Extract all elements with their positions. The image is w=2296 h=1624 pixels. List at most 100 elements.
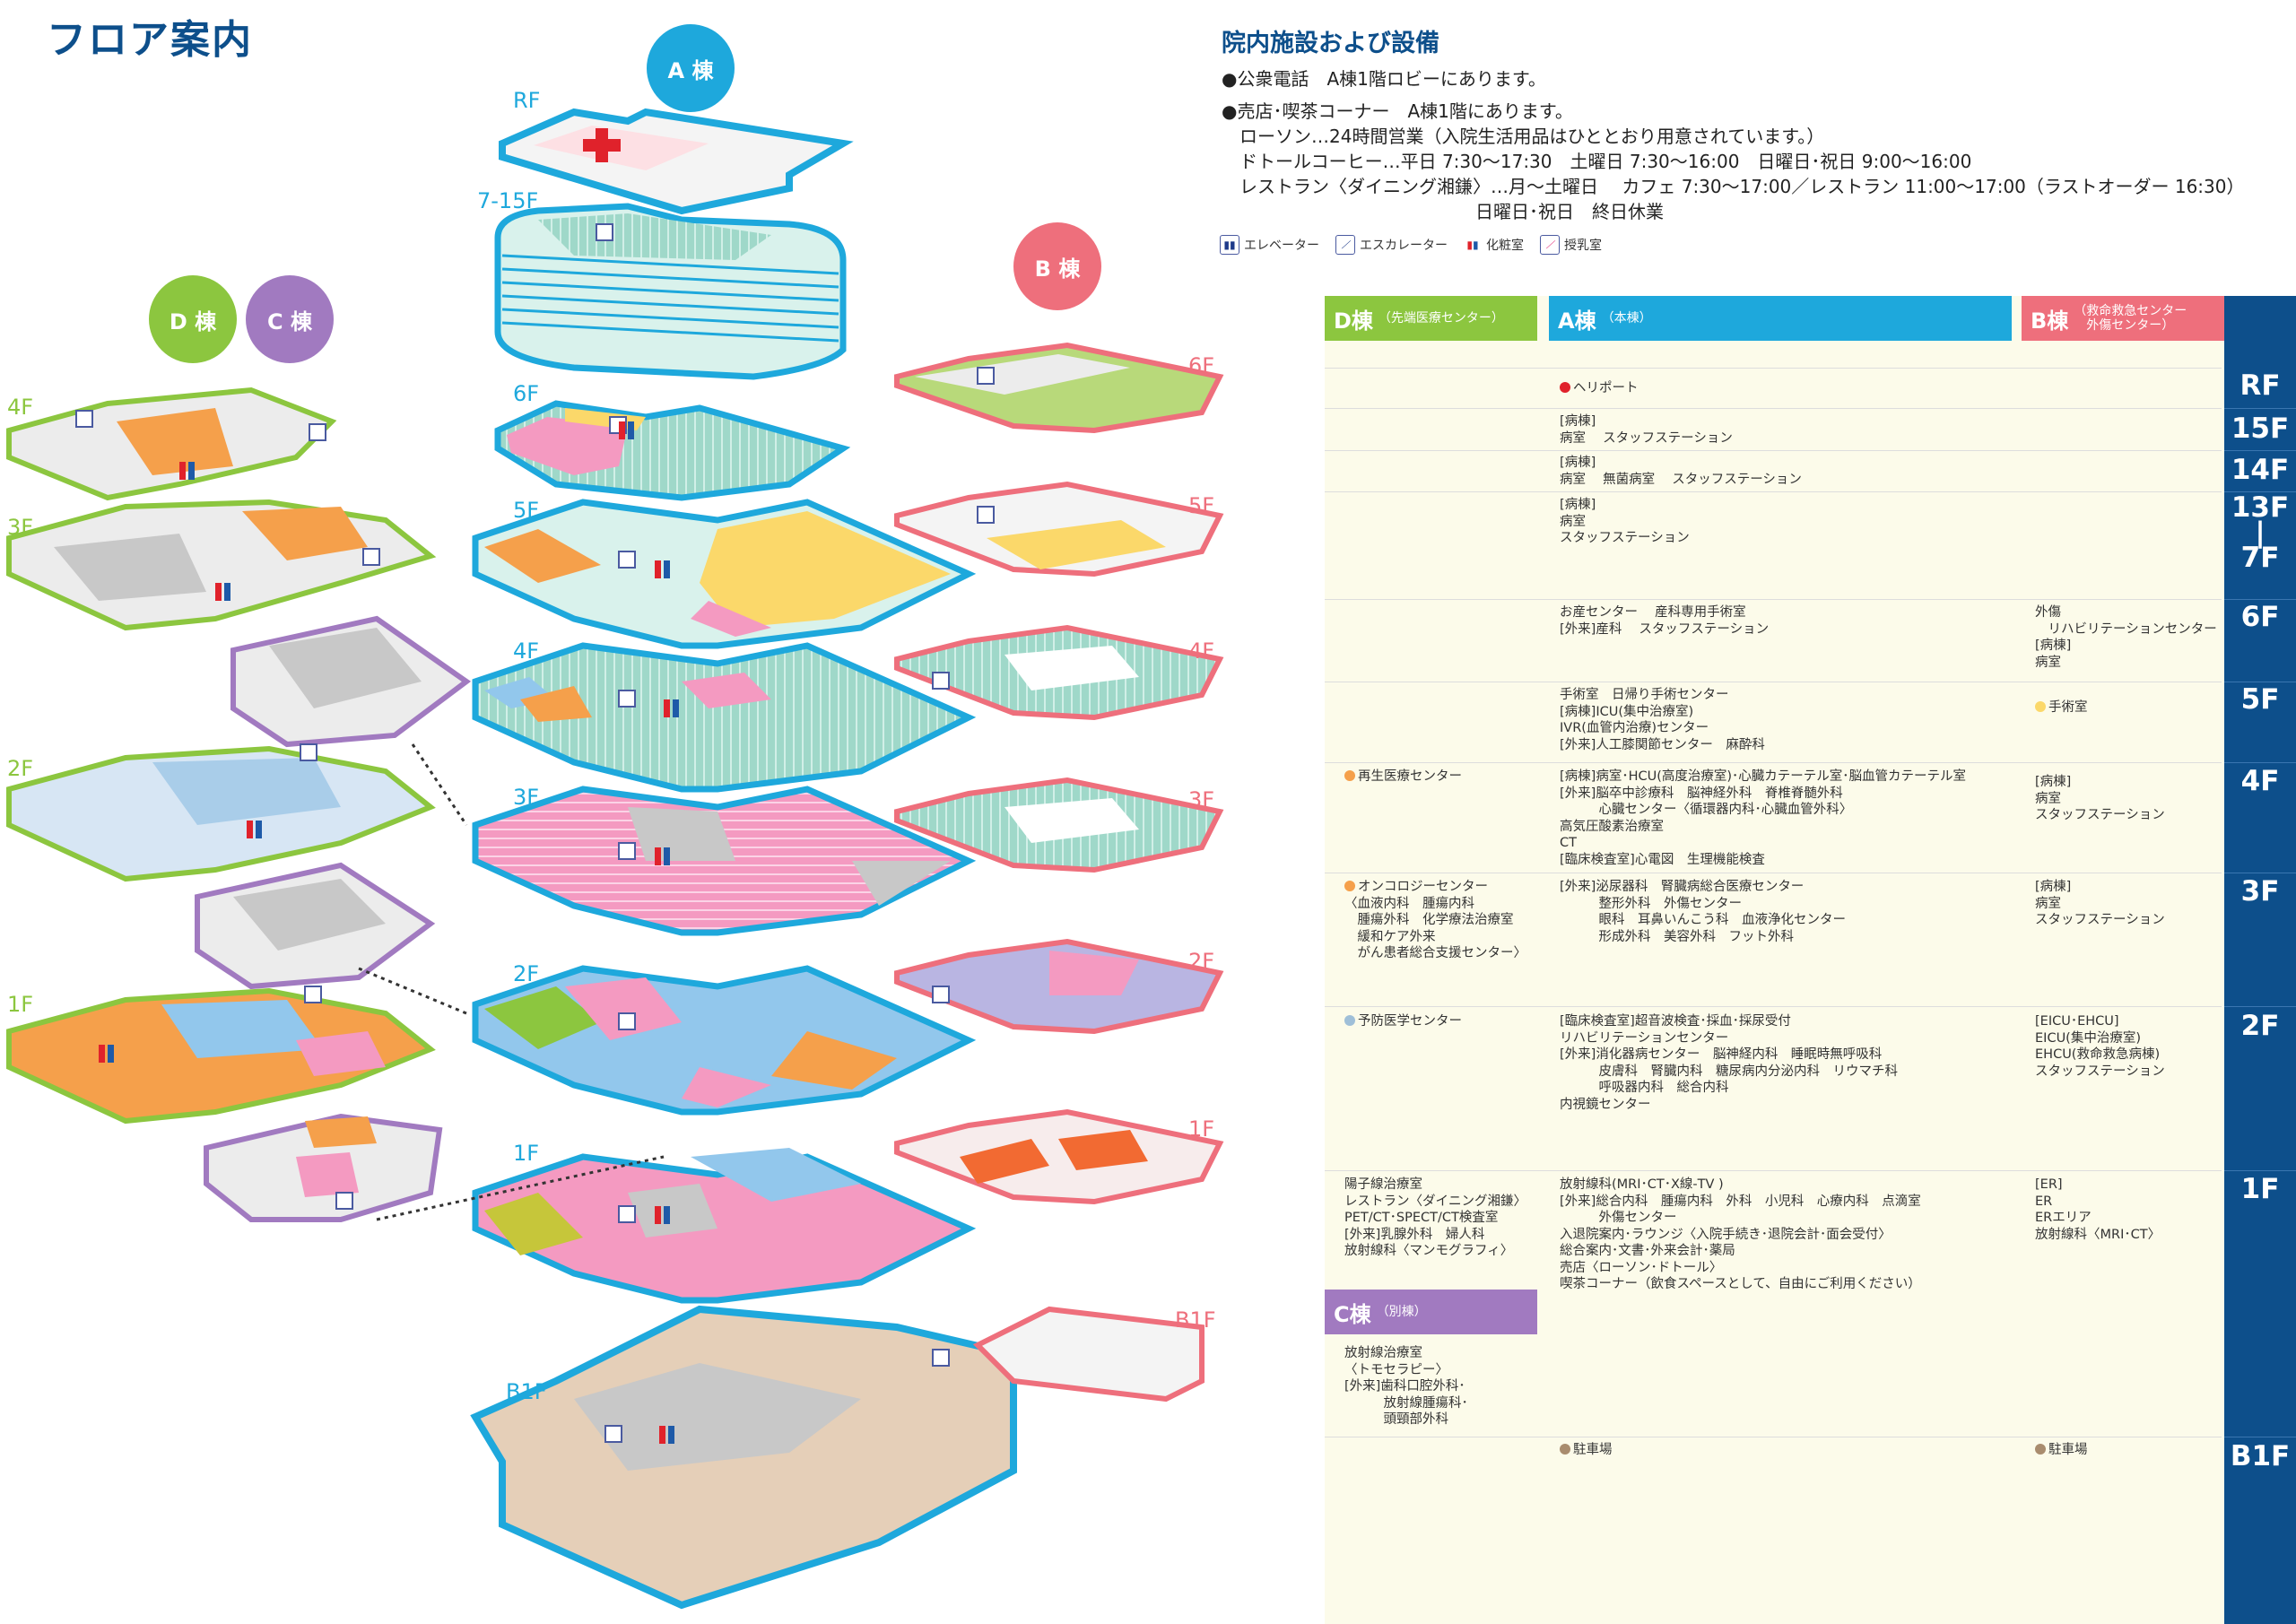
a-floor-label-4f: 4F xyxy=(513,638,540,664)
isometric-floor-map xyxy=(6,108,1224,1610)
facility-line: ●公衆電話 A棟1階ロビーにあります。 xyxy=(1222,68,1546,90)
header-b-building: B棟（救命救急センター 外傷センター） xyxy=(2022,296,2224,341)
floor-2f: 2F xyxy=(2240,1010,2280,1042)
d-floor-label-2f: 2F xyxy=(7,756,34,781)
a-cell-13-7f: [病棟] 病室 スタッフステーション xyxy=(1560,498,1690,545)
d-floor-label-1f: 1F xyxy=(7,992,34,1017)
a-floor-label-3f: 3F xyxy=(513,785,540,810)
b-floor-label-5f: 5F xyxy=(1188,493,1215,518)
floor-15f: 15F xyxy=(2231,413,2290,445)
header-c-building: C棟（別棟） xyxy=(1325,1290,1537,1334)
a-floor-label-1f: 1F xyxy=(513,1141,540,1166)
a-b1f-plate xyxy=(470,1305,1017,1610)
c-cell-1f: 放射線治療室 〈トモセラピー〉 [外来]歯科口腔外科･ 放射線腫瘍科･ 頭頸部外… xyxy=(1344,1346,1468,1427)
b-cell-4f: [病棟] 病室 スタッフステーション xyxy=(2035,775,2165,822)
badge-building-d: D 棟 xyxy=(149,275,237,363)
b-cell-b1f: 駐車場 xyxy=(2035,1442,2088,1459)
d-3f-plate xyxy=(6,499,437,631)
facility-line: ローソン…24時間営業（入院生活用品はひととおり用意されています。） xyxy=(1239,126,1825,147)
d-floor-label-3f: 3F xyxy=(7,515,34,540)
b-floor-label-6f: 6F xyxy=(1188,353,1215,378)
floor-6f: 6F xyxy=(2240,601,2280,633)
a-cell-2f: [臨床検査室]超音波検査･採血･採尿受付 リハビリテーションセンター [外来]消… xyxy=(1560,1014,1898,1112)
restroom-icon: ▮▮ xyxy=(1466,239,1479,251)
floor-rf: RF xyxy=(2239,369,2281,402)
b-floor-label-1f: 1F xyxy=(1188,1116,1215,1142)
b-floor-label-3f: 3F xyxy=(1188,787,1215,812)
b-3f-plate xyxy=(894,777,1224,873)
b-4f-plate xyxy=(894,624,1224,721)
facility-line: 日曜日･祝日 終日休業 xyxy=(1475,201,1664,222)
badge-building-b: B 棟 xyxy=(1013,222,1101,310)
restroom-icons xyxy=(99,421,679,1444)
facilities-title: 院内施設および設備 xyxy=(1222,30,1439,57)
b-floor-label-4f: 4F xyxy=(1188,638,1215,664)
facility-line: レストラン〈ダイニング湘鎌〉…月～土曜日 カフェ 7:30～17:00／レストラ… xyxy=(1239,176,2245,197)
a-cell-1f: 放射線科(MRI･CT･X線-TV ) [外来]総合内科 腫瘍内科 外科 小児科… xyxy=(1560,1177,1921,1291)
a-cell-14f: [病棟] 病室 無菌病室 スタッフステーション xyxy=(1560,456,1802,487)
d-cell-3f: オンコロジーセンター 〈血液内科 腫瘍内科 腫瘍外科 化学療法治療室 緩和ケア外… xyxy=(1344,880,1526,960)
d-cell-1f: 陽子線治療室 レストラン〈ダイニング湘鎌〉 PET/CT･SPECT/CT検査室… xyxy=(1344,1177,1526,1258)
floor-directory-table: D棟（先端医療センター） A棟（本棟） B棟（救命救急センター 外傷センター） … xyxy=(1325,296,2296,1624)
floor-4f: 4F xyxy=(2240,765,2280,797)
a-cell-5f: 手術室 日帰り手術センター [病棟]ICU(集中治療室) IVR(血管内治療)セ… xyxy=(1560,688,1765,752)
connector-lines xyxy=(358,743,665,1221)
badge-building-c: C 棟 xyxy=(246,275,334,363)
b-cell-1f: [ER] ER ERエリア 放射線科〈MRI･CT〉 xyxy=(2035,1177,2161,1242)
b-b1f-plate xyxy=(972,1306,1205,1403)
legend-nursing-room: ⟋授乳室 xyxy=(1540,235,1602,255)
facility-line: ドトールコーヒー…平日 7:30～17:30 土曜日 7:30～16:00 日曜… xyxy=(1239,151,1972,172)
a-cell-rf: ヘリポート xyxy=(1560,380,1639,397)
page-title: フロア案内 xyxy=(47,17,253,63)
header-d-building: D棟（先端医療センター） xyxy=(1325,296,1537,341)
d-2f-plate xyxy=(6,745,436,882)
a-4f-plate xyxy=(472,642,977,793)
d-4f-plate xyxy=(6,386,337,501)
a-floor-label-rf: RF xyxy=(513,88,541,113)
a-cell-6f: お産センター 産科専用手術室 [外来]産科 スタッフステーション xyxy=(1560,605,1770,637)
a-floor-label-2f: 2F xyxy=(513,961,540,986)
a-floor-label-6f: 6F xyxy=(513,381,540,406)
header-a-building: A棟（本棟） xyxy=(1549,296,2012,341)
floor-14f: 14F xyxy=(2231,454,2290,486)
b-floor-label-2f: 2F xyxy=(1188,949,1215,974)
legend: ▮▮エレベーター ⟋エスカレーター ▮▮化粧室 ⟋授乳室 xyxy=(1220,235,1602,255)
a-3f-plate xyxy=(472,786,977,936)
floor-b1f: B1F xyxy=(2230,1440,2291,1472)
a-2f-plate xyxy=(472,965,977,1116)
d-1f-plate xyxy=(6,987,436,1125)
c-1f-plate xyxy=(204,1113,443,1222)
a-cell-15f: [病棟] 病室 スタッフステーション xyxy=(1560,414,1733,446)
b-6f-plate xyxy=(894,342,1224,434)
b-cell-2f: [EICU･EHCU] EICU(集中治療室) EHCU(救命救急病棟) スタッ… xyxy=(2035,1014,2165,1079)
floor-3f: 3F xyxy=(2240,875,2280,908)
legend-elevator: ▮▮エレベーター xyxy=(1220,235,1319,255)
floor-13f-7f: 13F | 7F xyxy=(2231,491,2290,574)
badge-building-a: A 棟 xyxy=(647,24,735,112)
a-7-15f-stack xyxy=(494,203,847,380)
b-cell-5f: 手術室 xyxy=(2035,699,2088,716)
a-rf-plate xyxy=(499,108,854,215)
a-5f-plate xyxy=(472,499,977,649)
b-1f-plate xyxy=(894,1108,1224,1205)
floor-column: RF 15F 14F 13F | 7F 6F 5F 4F 3F 2F 1F B1… xyxy=(2224,296,2296,1624)
d-cell-2f: 予防医学センター xyxy=(1344,1013,1462,1030)
legend-restroom: ▮▮化粧室 xyxy=(1464,236,1524,254)
a-6f-plate xyxy=(494,400,851,501)
facility-line: ●売店･喫茶コーナー A棟1階にあります。 xyxy=(1222,100,1573,122)
b-floor-label-b1f: B1F xyxy=(1175,1307,1216,1333)
floor-5f: 5F xyxy=(2240,683,2280,716)
a-cell-4f: [病棟]病室･HCU(高度治療室)･心臓カテーテル室･脳血管カテーテル室 [外来… xyxy=(1560,769,1967,867)
escalator-icon: ⟋ xyxy=(1335,235,1355,255)
a-cell-3f: [外来]泌尿器科 腎臓病総合医療センター 整形外科 外傷センター 眼科 耳鼻いん… xyxy=(1560,880,1846,944)
b-cell-6f: 外傷 リハビリテーションセンター [病棟] 病室 xyxy=(2035,605,2217,670)
elevator-icon: ▮▮ xyxy=(1220,235,1239,255)
d-floor-label-4f: 4F xyxy=(7,395,34,420)
c-2f-plate xyxy=(195,862,436,990)
a-floor-label-7-15f: 7-15F xyxy=(477,188,539,213)
b-cell-3f: [病棟] 病室 スタッフステーション xyxy=(2035,880,2165,927)
nursing-room-icon: ⟋ xyxy=(1540,235,1560,255)
c-3f-plate xyxy=(230,615,472,748)
a-floor-label-b1f: B1F xyxy=(506,1379,547,1404)
a-cell-b1f: 駐車場 xyxy=(1560,1442,1613,1459)
